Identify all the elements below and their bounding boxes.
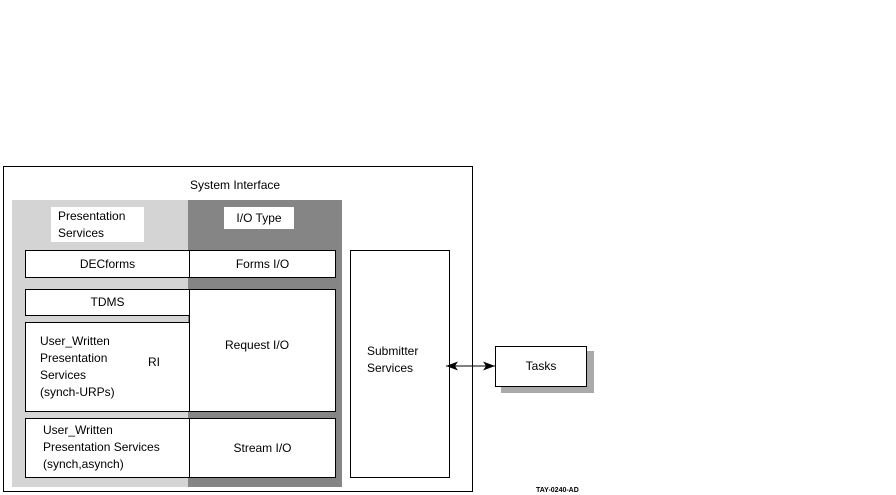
figure-code: TAY-0240-AD bbox=[536, 487, 579, 494]
ri-label: RI bbox=[148, 355, 160, 369]
decforms-box: DECforms bbox=[25, 250, 190, 278]
user-written-urp-label: User_Written Presentation Services (sync… bbox=[40, 334, 115, 399]
tdms-box: TDMS bbox=[25, 289, 190, 316]
presentation-services-header: Presentation Services bbox=[51, 207, 144, 242]
stream-io-box: Stream I/O bbox=[189, 418, 336, 478]
user-written-async-label: User_Written Presentation Services (sync… bbox=[43, 423, 160, 471]
io-type-header: I/O Type bbox=[224, 207, 294, 229]
user-written-async-box bbox=[25, 418, 190, 478]
tasks-box: Tasks bbox=[495, 346, 587, 387]
forms-io-box: Forms I/O bbox=[189, 250, 336, 278]
system-interface-title: System Interface bbox=[190, 178, 281, 192]
request-io-box bbox=[189, 289, 336, 412]
request-io-label: Request I/O bbox=[225, 338, 290, 352]
bidirectional-arrow bbox=[446, 361, 495, 371]
submitter-services-box bbox=[350, 250, 450, 478]
submitter-services-label: Submitter Services bbox=[367, 344, 419, 375]
